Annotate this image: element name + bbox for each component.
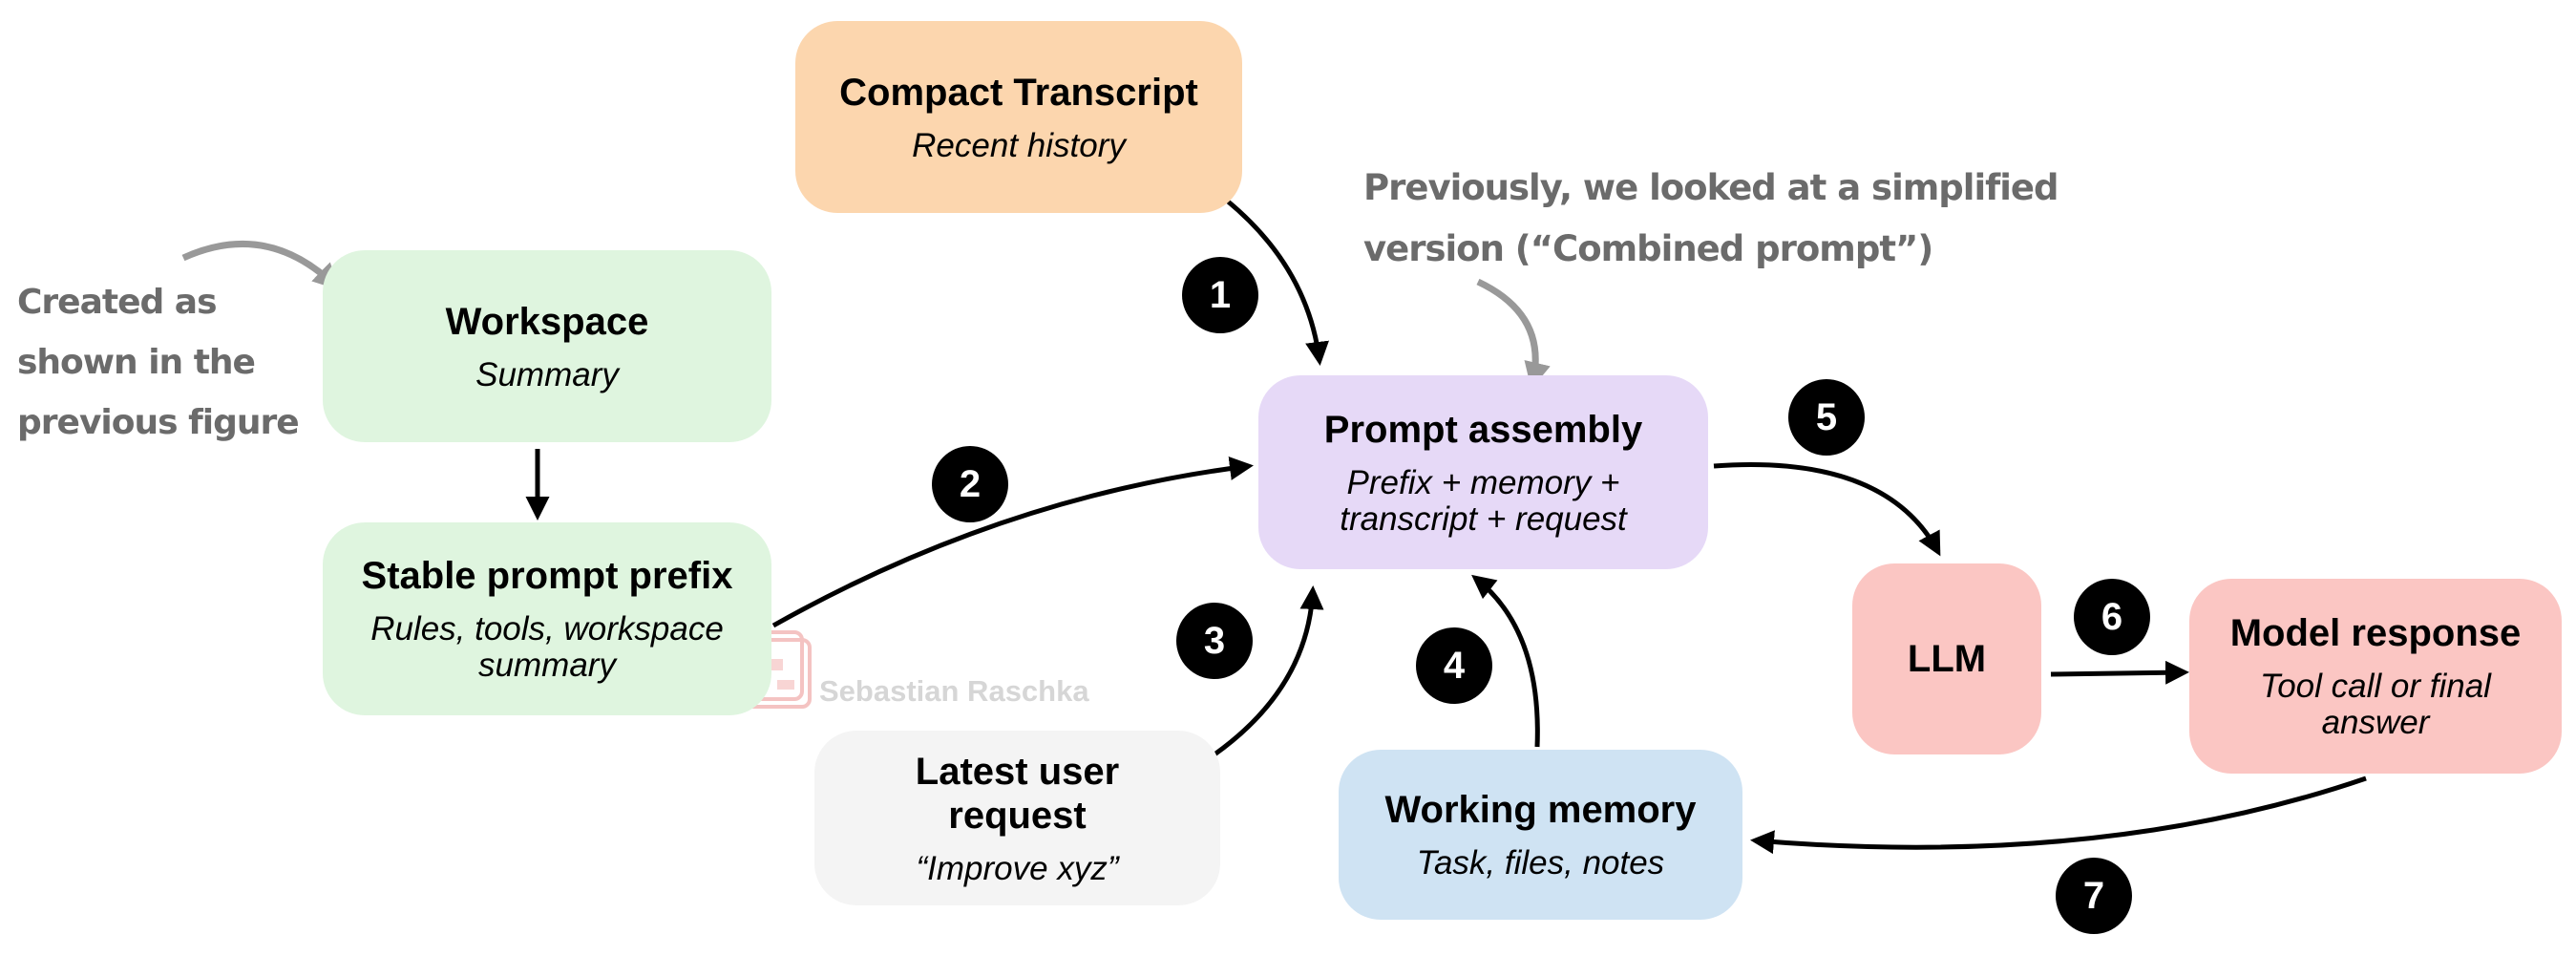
step-badge-6: 6: [2074, 579, 2150, 655]
workspace-box: Workspace Summary: [323, 250, 771, 442]
latest-request-subtitle: “Improve xyz”: [916, 849, 1119, 887]
note-previously: Previously, we looked at a simplified ve…: [1363, 158, 2059, 280]
working-memory-box: Working memory Task, files, notes: [1339, 750, 1742, 920]
prompt-assembly-subtitle-line1: Prefix + memory +: [1346, 463, 1620, 501]
note-created-line3: previous figure: [17, 403, 300, 442]
compact-transcript-title: Compact Transcript: [839, 71, 1198, 114]
arrow-memory-to-assembly: [1471, 574, 1540, 748]
llm-title: LLM: [1907, 638, 1987, 680]
step-badge-5: 5: [1788, 379, 1865, 456]
working-memory-subtitle: Task, files, notes: [1416, 844, 1665, 882]
note-created-line1: Created as: [17, 283, 218, 322]
step-badge-4: 4: [1416, 627, 1492, 704]
workspace-subtitle: Summary: [475, 355, 619, 393]
model-response-box: Model response Tool call or final answer: [2189, 579, 2562, 774]
latest-request-box: Latest user request “Improve xyz”: [814, 731, 1220, 905]
stable-prefix-box: Stable prompt prefix Rules, tools, works…: [323, 522, 771, 715]
step-badge-7: 7: [2056, 858, 2132, 934]
note-created-line2: shown in the: [17, 343, 256, 382]
step-badge-3: 3: [1176, 603, 1253, 679]
watermark-text: Sebastian Raschka: [819, 674, 1089, 708]
arrow-llm-to-response: [2050, 660, 2189, 685]
arrow-request-to-assembly: [1213, 585, 1324, 757]
note-arrow-previously: [1476, 278, 1551, 390]
model-response-subtitle-line2: answer: [2321, 704, 2430, 741]
arrow-response-to-memory: [1750, 775, 2367, 855]
step-badge-1: 1: [1182, 257, 1258, 333]
stable-prefix-subtitle-line1: Rules, tools, workspace: [370, 610, 724, 648]
latest-request-title-line1: Latest user: [915, 750, 1120, 793]
model-response-title: Model response: [2229, 612, 2522, 654]
stable-prefix-subtitle-line2: summary: [478, 647, 616, 684]
note-previously-line1: Previously, we looked at a simplified: [1363, 167, 2059, 208]
workspace-title: Workspace: [445, 300, 649, 343]
arrow-transcript-to-assembly: [1225, 199, 1329, 366]
working-memory-title: Working memory: [1384, 789, 1697, 831]
arrow-assembly-to-llm: [1713, 462, 1941, 557]
arrow-prefix-to-assembly: [771, 457, 1254, 628]
compact-transcript-box: Compact Transcript Recent history: [795, 21, 1242, 213]
note-arrow-created: [181, 240, 341, 290]
compact-transcript-subtitle: Recent history: [912, 126, 1126, 164]
model-response-subtitle-line1: Tool call or final: [2260, 668, 2491, 705]
note-previously-line2: version (“Combined prompt”): [1363, 228, 1933, 269]
step-badge-2: 2: [932, 446, 1008, 522]
prompt-assembly-box: Prompt assembly Prefix + memory + transc…: [1258, 375, 1708, 569]
llm-box: LLM: [1852, 563, 2041, 754]
stable-prefix-title: Stable prompt prefix: [361, 555, 733, 597]
note-created-as: Created as shown in the previous figure: [17, 272, 300, 453]
prompt-assembly-title: Prompt assembly: [1323, 408, 1643, 451]
prompt-assembly-subtitle-line2: transcript + request: [1340, 499, 1627, 538]
latest-request-title-line2: request: [948, 794, 1087, 837]
